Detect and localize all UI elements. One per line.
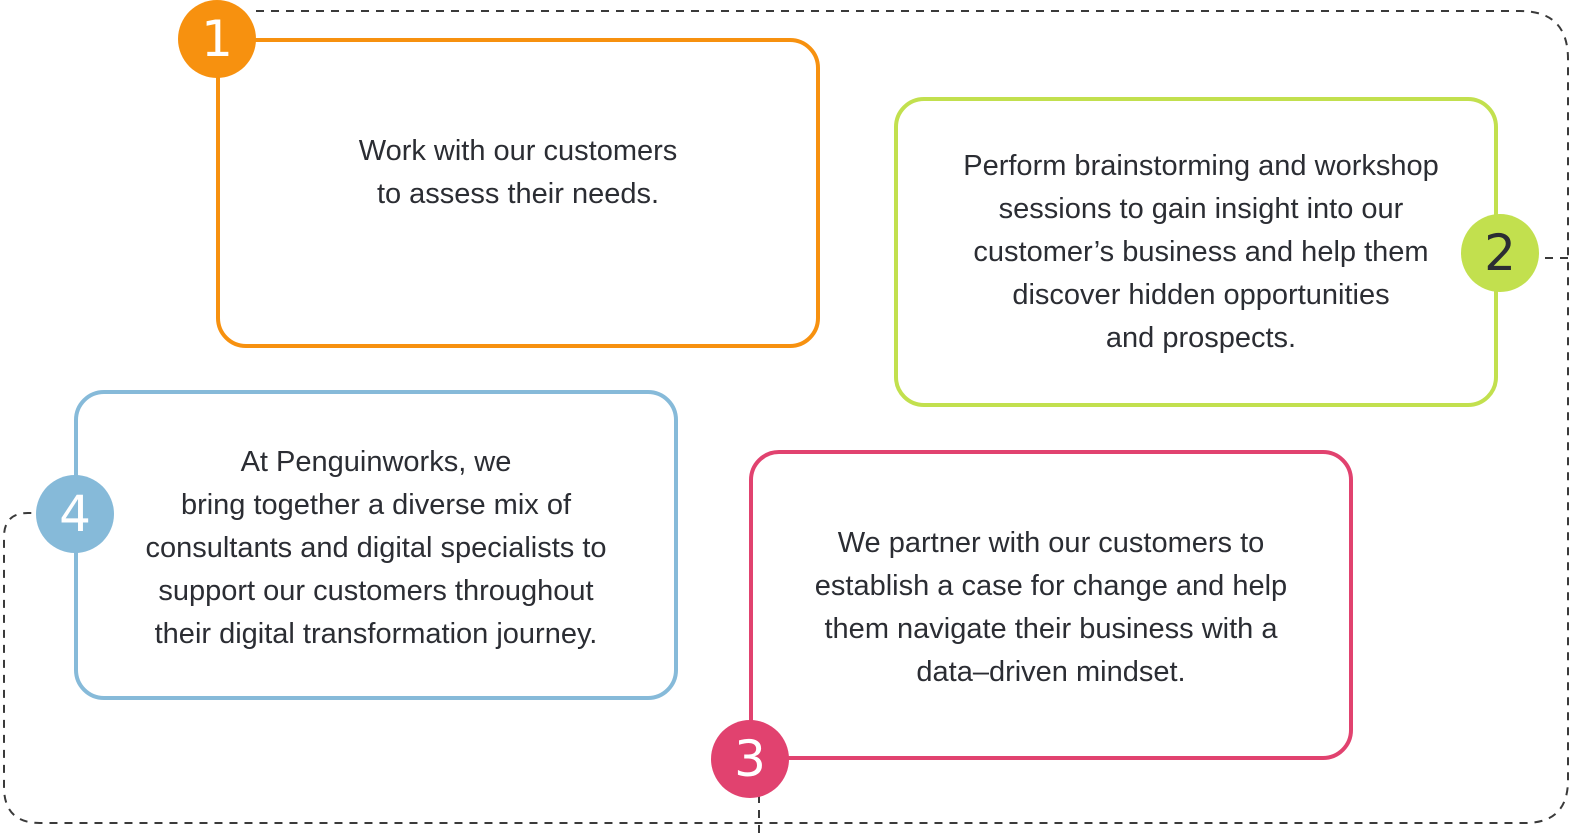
step-4-badge: 4 [36, 475, 114, 553]
step-3-text: We partner with our customers to establi… [814, 527, 1288, 688]
dashed-cycle-path [3, 10, 1569, 837]
step-3-badge: 3 [711, 720, 789, 798]
step-1-badge: 1 [178, 0, 256, 78]
step-4-card: At Penguinworks, we bring together a div… [74, 390, 678, 700]
step-2-text: Perform brainstorming and workshop sessi… [963, 149, 1439, 354]
step-2-badge: 2 [1461, 214, 1539, 292]
step-4-text: At Penguinworks, we bring together a div… [145, 445, 607, 650]
step-1-text: Work with our customers to assess their … [358, 135, 678, 210]
step-2-card: Perform brainstorming and workshop sessi… [894, 97, 1498, 407]
step-1-card: Work with our customers to assess their … [216, 38, 820, 348]
step-3-card: We partner with our customers to establi… [749, 450, 1353, 760]
